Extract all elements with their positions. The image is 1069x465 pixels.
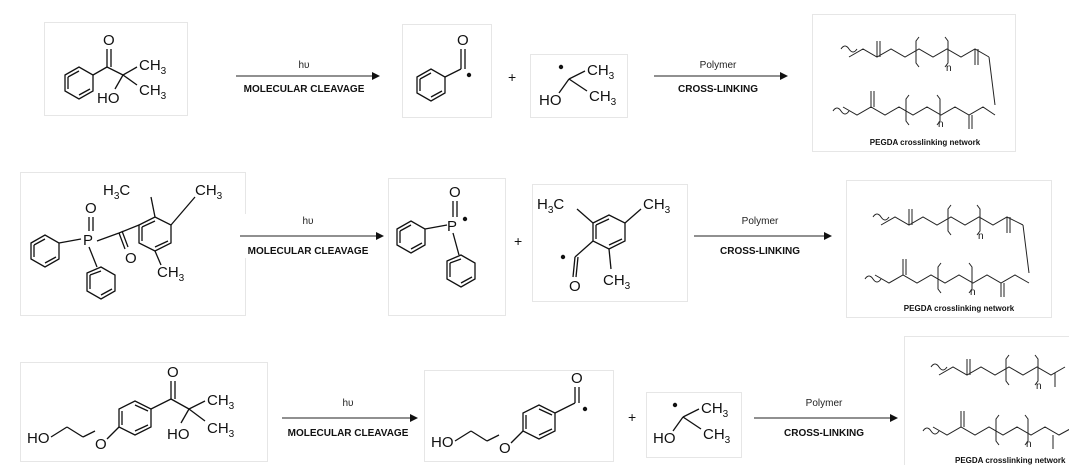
- oxygen-label: O: [95, 436, 107, 453]
- row1-alkyl-radical: CH3 CH3 HO: [530, 54, 628, 118]
- arrow-bottom-label: CROSS-LINKING: [678, 84, 758, 95]
- phosphorus-label: P: [83, 232, 93, 249]
- methyl-label: CH3: [589, 88, 617, 108]
- arrow-bottom-label: MOLECULAR CLEAVAGE: [288, 428, 409, 439]
- oxygen-label: O: [571, 371, 583, 387]
- arrow-top-label: Polymer: [806, 398, 843, 409]
- repeat-index: n: [970, 287, 976, 298]
- svg-text:+: +: [628, 409, 636, 425]
- methyl-label: H3C: [537, 196, 564, 216]
- repeat-index: n: [1036, 381, 1042, 392]
- benzene-ring: [64, 66, 94, 100]
- arrow-bottom-label: CROSS-LINKING: [784, 428, 864, 439]
- row3-initiator-structure: HO O O CH3 CH3 HO: [20, 362, 268, 462]
- oxygen-label: O: [457, 32, 469, 49]
- row3-pegda-network: n n PEGDA crosslinking network: [904, 336, 1069, 465]
- network-caption: PEGDA crosslinking network: [870, 138, 981, 147]
- radical-dot: [462, 216, 468, 222]
- row1-initiator-structure: O CH3 CH3 HO: [44, 22, 188, 116]
- repeat-index: n: [978, 231, 984, 242]
- methyl-label: CH3: [703, 426, 731, 446]
- arrow-bottom-label: MOLECULAR CLEAVAGE: [244, 84, 365, 95]
- arrow-top-label: Polymer: [742, 216, 779, 227]
- methyl-label: H3C: [103, 182, 130, 202]
- oxygen-label: O: [125, 250, 137, 267]
- arrow-top-label: hυ: [342, 398, 353, 409]
- row1-benzoyl-radical: O: [402, 24, 492, 118]
- oxygen-label: O: [167, 364, 179, 381]
- oxygen-label: O: [449, 184, 461, 201]
- hydroxyl-label: HO: [167, 426, 190, 443]
- hydroxyl-label: HO: [653, 430, 676, 447]
- oxygen-label: O: [103, 32, 115, 49]
- arrow-top-label: hυ: [298, 60, 309, 71]
- methyl-label: CH3: [207, 420, 235, 440]
- methyl-label: CH3: [207, 392, 235, 412]
- radical-dot: [466, 72, 472, 78]
- hydroxyl-label: HO: [97, 90, 120, 107]
- row2-crosslinking-arrow: Polymer CROSS-LINKING: [690, 214, 836, 258]
- radical-dot: [582, 406, 588, 412]
- row2-phosphinoyl-radical: P O: [388, 178, 506, 316]
- arrow-bottom-label: MOLECULAR CLEAVAGE: [248, 246, 369, 257]
- arrow-bottom-label: CROSS-LINKING: [720, 246, 800, 257]
- methyl-label: CH3: [643, 196, 671, 216]
- row3-alkyl-radical: CH3 CH3 HO: [646, 392, 742, 458]
- network-caption: PEGDA crosslinking network: [955, 456, 1066, 465]
- plus-sign: +: [628, 409, 636, 425]
- row1-pegda-network: n n PEGDA crosslinking network: [812, 14, 1016, 152]
- methyl-label: CH3: [139, 82, 167, 102]
- radical-dot: [560, 254, 566, 260]
- methyl-label: CH3: [157, 264, 185, 284]
- row1-cleavage-arrow: hυ MOLECULAR CLEAVAGE: [232, 58, 382, 102]
- oxygen-label: O: [569, 278, 581, 295]
- hydroxyl-label: HO: [431, 434, 454, 451]
- row3-crosslinking-arrow: Polymer CROSS-LINKING: [750, 396, 902, 440]
- svg-text:+: +: [508, 69, 516, 85]
- row2-cleavage-arrow: hυ MOLECULAR CLEAVAGE: [236, 214, 386, 258]
- arrow-top-label: Polymer: [700, 60, 737, 71]
- network-caption: PEGDA crosslinking network: [904, 304, 1015, 313]
- row3-cleavage-arrow: hυ MOLECULAR CLEAVAGE: [278, 396, 422, 440]
- row1-crosslinking-arrow: Polymer CROSS-LINKING: [650, 58, 790, 102]
- row3-benzoyl-radical: HO O O: [424, 370, 614, 462]
- row2-pegda-network: n n PEGDA crosslinking network: [846, 180, 1052, 318]
- svg-text:+: +: [514, 233, 522, 249]
- arrow-top-label: hυ: [302, 216, 313, 227]
- repeat-index: n: [1026, 439, 1032, 450]
- methyl-label: CH3: [195, 182, 223, 202]
- plus-sign: +: [514, 233, 522, 249]
- methyl-label: CH3: [701, 400, 729, 420]
- radical-dot: [558, 64, 564, 70]
- oxygen-label: O: [499, 440, 511, 457]
- hydroxyl-label: HO: [539, 92, 562, 109]
- phosphorus-label: P: [447, 218, 457, 235]
- row2-trimethylbenzoyl-radical: H3C CH3 O CH3: [532, 184, 688, 302]
- row2-initiator-structure: P O O H3C CH3 CH3: [20, 172, 246, 316]
- methyl-label: CH3: [603, 272, 631, 292]
- oxygen-label: O: [85, 200, 97, 217]
- radical-dot: [672, 402, 678, 408]
- plus-sign: +: [508, 69, 516, 85]
- hydroxyl-label: HO: [27, 430, 50, 447]
- methyl-label: CH3: [139, 57, 167, 77]
- methyl-label: CH3: [587, 62, 615, 82]
- repeat-index: n: [938, 119, 944, 130]
- repeat-index: n: [946, 63, 952, 74]
